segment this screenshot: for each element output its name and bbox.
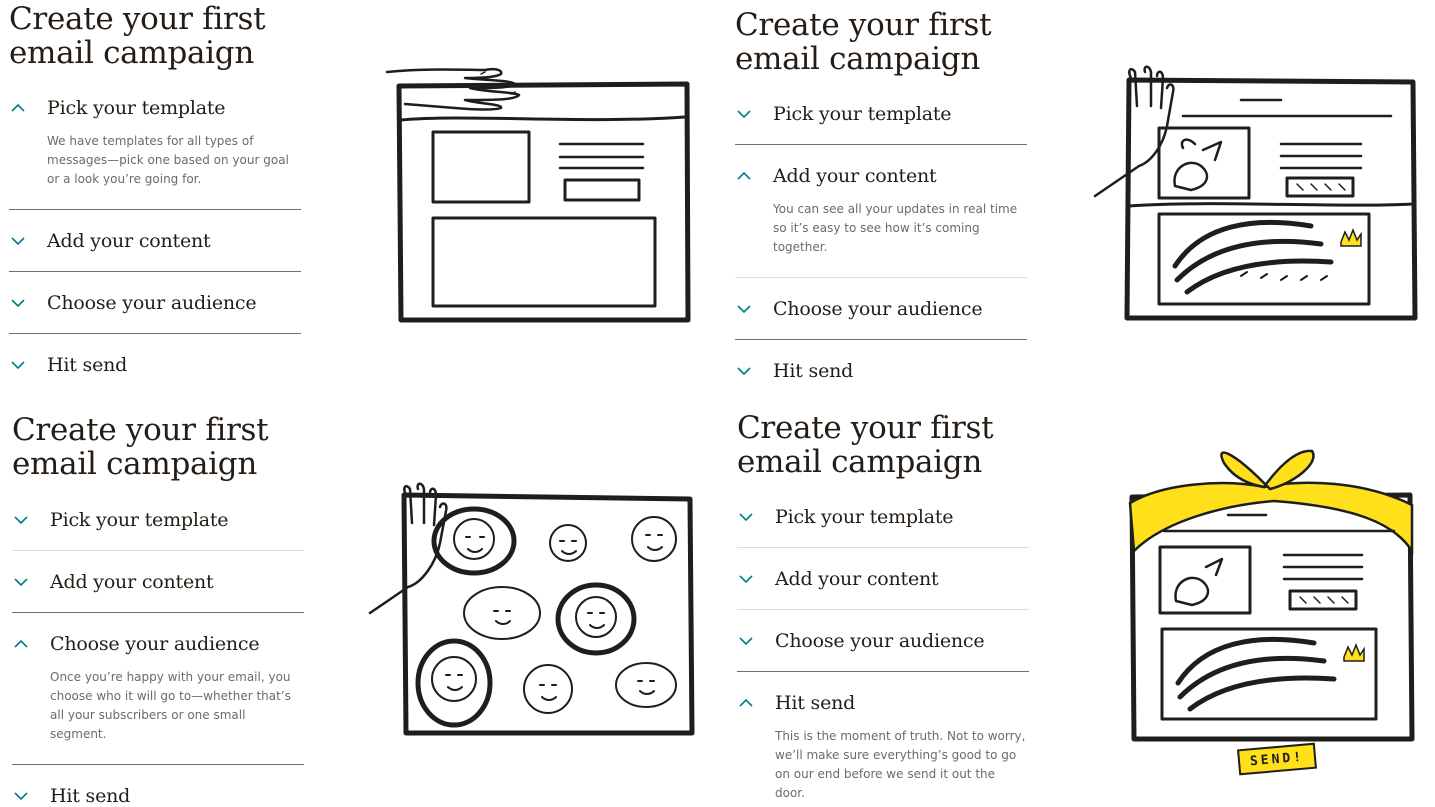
step-add-content: Add your content You can see all your up… bbox=[735, 145, 1027, 278]
chevron-down-icon bbox=[737, 574, 775, 584]
chevron-down-icon bbox=[9, 236, 47, 246]
chevron-down-icon bbox=[9, 360, 47, 370]
step-label: Choose your audience bbox=[773, 297, 983, 320]
panel-hit-send: Create your first email campaign Pick yo… bbox=[728, 403, 1428, 803]
chevron-up-icon bbox=[12, 639, 50, 649]
step-label: Add your content bbox=[47, 229, 211, 252]
step-label: Add your content bbox=[775, 567, 939, 590]
step-label: Pick your template bbox=[773, 102, 952, 125]
step-pick-template: Pick your template We have templates for… bbox=[9, 77, 301, 210]
step-toggle[interactable]: Pick your template bbox=[12, 489, 304, 550]
chevron-up-icon bbox=[9, 103, 47, 113]
step-toggle[interactable]: Hit send bbox=[12, 765, 304, 807]
steps-accordion: Pick your template Add your content Choo… bbox=[737, 486, 1029, 807]
step-pick-template: Pick your template bbox=[735, 83, 1027, 145]
chevron-up-icon bbox=[735, 171, 773, 181]
chevron-up-icon bbox=[737, 698, 775, 708]
panel-copy: Create your first email campaign Pick yo… bbox=[737, 411, 1029, 807]
step-label: Pick your template bbox=[47, 96, 226, 119]
panel-copy: Create your first email campaign Pick yo… bbox=[9, 2, 301, 395]
template-sketch-illustration bbox=[385, 62, 695, 327]
chevron-down-icon bbox=[737, 636, 775, 646]
steps-accordion: Pick your template We have templates for… bbox=[9, 77, 301, 395]
step-hit-send: Hit send bbox=[9, 334, 301, 395]
chevron-down-icon bbox=[12, 515, 50, 525]
chevron-down-icon bbox=[735, 366, 773, 376]
content-sketch-illustration bbox=[1091, 65, 1421, 326]
step-toggle[interactable]: Hit send bbox=[9, 334, 301, 395]
step-toggle[interactable]: Choose your audience bbox=[735, 278, 1027, 339]
chevron-down-icon bbox=[9, 298, 47, 308]
step-pick-template: Pick your template bbox=[12, 489, 304, 551]
step-choose-audience: Choose your audience bbox=[735, 278, 1027, 340]
step-hit-send: Hit send bbox=[12, 765, 304, 807]
panel-heading: Create your first email campaign bbox=[737, 410, 994, 480]
chevron-down-icon bbox=[735, 109, 773, 119]
steps-accordion: Pick your template Add your content Choo… bbox=[12, 489, 304, 807]
panel-heading: Create your first email campaign bbox=[735, 7, 992, 77]
panel-add-content: Create your first email campaign Pick yo… bbox=[726, 0, 1426, 400]
step-label: Hit send bbox=[775, 691, 856, 714]
step-add-content: Add your content bbox=[737, 548, 1029, 610]
panel-choose-audience: Create your first email campaign Pick yo… bbox=[0, 403, 700, 807]
panel-heading: Create your first email campaign bbox=[9, 1, 266, 71]
step-toggle[interactable]: Pick your template bbox=[737, 486, 1029, 547]
step-toggle[interactable]: Hit send bbox=[735, 340, 1027, 401]
step-label: Choose your audience bbox=[50, 632, 260, 655]
step-label: Add your content bbox=[773, 164, 937, 187]
step-label: Pick your template bbox=[50, 508, 229, 531]
panel-copy: Create your first email campaign Pick yo… bbox=[12, 413, 304, 807]
step-add-content: Add your content bbox=[12, 551, 304, 613]
step-label: Choose your audience bbox=[47, 291, 257, 314]
audience-sketch-illustration bbox=[368, 482, 698, 743]
panel-copy: Create your first email campaign Pick yo… bbox=[735, 8, 1027, 401]
chevron-down-icon bbox=[737, 512, 775, 522]
step-toggle[interactable]: Choose your audience bbox=[12, 613, 304, 674]
step-toggle[interactable]: Pick your template bbox=[9, 77, 301, 138]
panel-heading: Create your first email campaign bbox=[12, 412, 269, 482]
step-pick-template: Pick your template bbox=[737, 486, 1029, 548]
step-toggle[interactable]: Choose your audience bbox=[9, 272, 301, 333]
step-label: Add your content bbox=[50, 570, 214, 593]
step-description: You can see all your updates in real tim… bbox=[773, 202, 1018, 254]
step-toggle[interactable]: Add your content bbox=[735, 145, 1027, 206]
send-button[interactable]: SEND! bbox=[1237, 742, 1317, 776]
step-label: Hit send bbox=[773, 359, 854, 382]
step-add-content: Add your content bbox=[9, 210, 301, 272]
step-label: Choose your audience bbox=[775, 629, 985, 652]
step-label: Pick your template bbox=[775, 505, 954, 528]
step-toggle[interactable]: Add your content bbox=[737, 548, 1029, 609]
send-gift-illustration bbox=[1124, 443, 1424, 743]
step-label: Hit send bbox=[47, 353, 128, 376]
step-label: Hit send bbox=[50, 784, 131, 807]
step-toggle[interactable]: Add your content bbox=[9, 210, 301, 271]
chevron-down-icon bbox=[12, 577, 50, 587]
step-toggle[interactable]: Choose your audience bbox=[737, 610, 1029, 671]
step-description: This is the moment of truth. Not to worr… bbox=[775, 729, 1026, 800]
chevron-down-icon bbox=[735, 304, 773, 314]
step-description: Once you’re happy with your email, you c… bbox=[50, 670, 291, 741]
step-choose-audience: Choose your audience Once you’re happy w… bbox=[12, 613, 304, 765]
step-hit-send: Hit send bbox=[735, 340, 1027, 401]
chevron-down-icon bbox=[12, 791, 50, 801]
step-toggle[interactable]: Add your content bbox=[12, 551, 304, 612]
steps-accordion: Pick your template Add your content You … bbox=[735, 83, 1027, 401]
step-description: We have templates for all types of messa… bbox=[47, 134, 289, 186]
step-toggle[interactable]: Pick your template bbox=[735, 83, 1027, 144]
step-choose-audience: Choose your audience bbox=[737, 610, 1029, 672]
panel-pick-template: Create your first email campaign Pick yo… bbox=[0, 0, 700, 400]
step-toggle[interactable]: Hit send bbox=[737, 672, 1029, 733]
step-choose-audience: Choose your audience bbox=[9, 272, 301, 334]
step-hit-send: Hit send This is the moment of truth. No… bbox=[737, 672, 1029, 807]
